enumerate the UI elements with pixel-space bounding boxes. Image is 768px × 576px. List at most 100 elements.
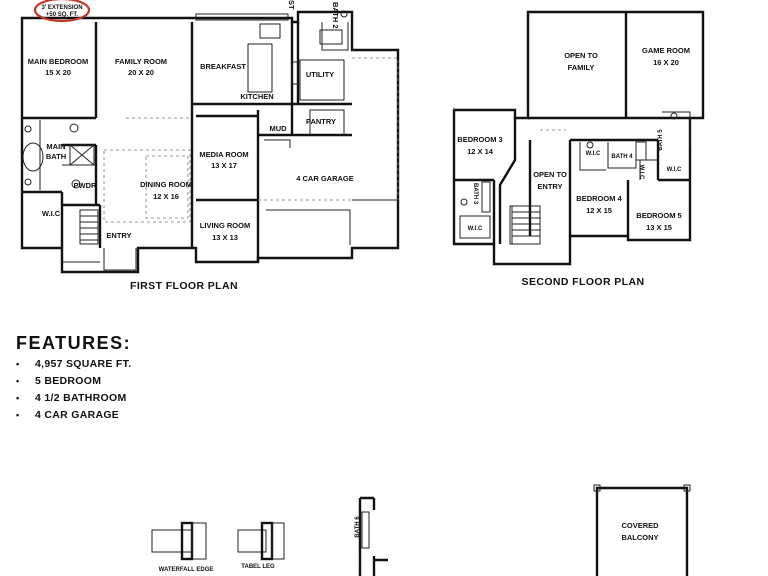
bathtub-icon	[22, 142, 44, 172]
waterfall-edge-detail: WATERFALL EDGE	[151, 521, 214, 573]
bath-6-label: BATH 6	[355, 516, 361, 538]
room-bath-5: BATH 5	[658, 129, 664, 151]
second-floor-plan: OPEN TO FAMILY GAME ROOM 16 X 20 BEDROOM…	[452, 10, 705, 288]
room-wic-a: W.I.C	[586, 151, 601, 157]
toilet-icon	[460, 198, 468, 206]
room-kitchen: KITCHEN	[240, 92, 273, 101]
feature-item: •4,957 SQUARE FT.	[16, 356, 131, 373]
room-game-room-size: 16 X 20	[653, 58, 679, 67]
bullet-icon: •	[16, 410, 20, 420]
toilet-icon	[71, 179, 81, 189]
waterfall-edge-panel	[180, 521, 194, 561]
bath-6-tub	[361, 511, 370, 549]
feature-text: 4,957 SQUARE FT.	[35, 358, 132, 370]
bullet-icon: •	[16, 393, 20, 403]
room-media-room-size: 13 X 17	[211, 161, 237, 170]
tabel-leg-label: TABEL LEG	[241, 564, 275, 570]
bath-6-walls	[358, 496, 388, 576]
first-floor-thin-walls	[39, 13, 398, 271]
feature-text: 4 CAR GARAGE	[35, 409, 120, 421]
stair-treads-icon	[80, 215, 98, 241]
tabel-leg-detail: TABEL LEG	[237, 521, 285, 570]
room-open-to-family-1: OPEN TO	[564, 51, 598, 60]
second-floor-thin-walls	[459, 111, 691, 245]
room-bedroom-4: BEDROOM 4	[576, 194, 622, 203]
tabel-leg-counter	[237, 529, 267, 553]
room-wic-b: W.I.C	[667, 167, 682, 173]
toilet-icon	[670, 112, 678, 120]
feature-item: • 4 1/2 BATHROOM	[16, 390, 131, 407]
bullet-icon: •	[16, 376, 20, 386]
feature-item: • 4 CAR GARAGE	[16, 407, 131, 424]
second-floor-title: SECOND FLOOR PLAN	[522, 276, 645, 288]
tub-icon	[635, 141, 647, 161]
room-wic: W.I.C	[42, 209, 61, 218]
feature-item: •5 BEDROOM	[16, 373, 131, 390]
room-breakfast: BREAKFAST	[200, 62, 246, 71]
waterfall-edge-seat	[191, 522, 207, 560]
room-bedroom-5-size: 13 X 15	[646, 223, 672, 232]
room-bedroom-4-size: 12 X 15	[586, 206, 612, 215]
room-media-room: MEDIA ROOM	[199, 150, 248, 159]
room-main-bedroom-size: 15 X 20	[45, 68, 71, 77]
tabel-leg-post	[260, 521, 274, 561]
covered-balcony-label-2: BALCONY	[621, 533, 658, 542]
room-living-room: LIVING ROOM	[200, 221, 250, 230]
room-main-bath-2: BATH	[46, 152, 66, 161]
annotation-note-line1: 3' EXTENSION	[41, 5, 82, 11]
stove-icon	[291, 61, 301, 85]
washer-icon	[319, 29, 343, 45]
room-main-bedroom: MAIN BEDROOM	[28, 57, 88, 66]
waterfall-edge-counter	[151, 529, 193, 553]
tub-icon	[481, 181, 491, 213]
room-game-room: GAME ROOM	[642, 46, 690, 55]
annotation-circle	[33, 0, 91, 23]
stair-icon	[79, 209, 99, 245]
sink-icon	[24, 178, 32, 186]
room-bath-2: BATH 2	[331, 2, 340, 29]
room-family-room-size: 20 X 20	[128, 68, 154, 77]
first-floor-plan: 3' EXTENSION +50 SQ. FT. MAIN BEDROOM 15…	[20, 0, 400, 292]
waterfall-edge-label: WATERFALL EDGE	[159, 567, 214, 573]
covered-balcony-label-1: COVERED	[621, 521, 659, 530]
toilet-icon	[69, 123, 79, 133]
room-bedroom-3: BEDROOM 3	[457, 135, 502, 144]
covered-balcony-detail: COVERED BALCONY	[593, 484, 691, 576]
room-st: ST	[287, 0, 296, 10]
stair-treads-icon	[512, 211, 540, 237]
balcony-post-right	[683, 484, 691, 492]
room-open-to-family-2: FAMILY	[568, 63, 595, 72]
room-bath-3: BATH 3	[472, 183, 478, 205]
features-title: FEATURES:	[16, 333, 132, 353]
first-floor-outer-wall	[20, 10, 400, 274]
room-utility: UTILITY	[306, 70, 334, 79]
shower-icon	[69, 144, 95, 166]
room-living-room-size: 13 X 13	[212, 233, 238, 242]
room-open-to-entry-1: OPEN TO	[533, 170, 567, 179]
annotation-note-line2: +50 SQ. FT.	[46, 12, 79, 18]
room-bedroom-3-size: 12 X 14	[467, 147, 494, 156]
room-main-bath-1: MAIN	[46, 142, 65, 151]
room-wic-d: W.I.C	[468, 226, 483, 232]
room-open-to-entry-2: ENTRY	[537, 182, 562, 191]
bath-6-detail: BATH 6	[355, 496, 388, 576]
toilet-icon	[340, 10, 348, 18]
toilet-icon	[586, 141, 594, 149]
first-floor-dashed-lines	[103, 57, 399, 223]
second-floor-outer-wall	[452, 10, 705, 266]
room-family-room: FAMILY ROOM	[115, 57, 167, 66]
feature-text: 4 1/2 BATHROOM	[35, 392, 127, 404]
room-mud: MUD	[269, 124, 287, 133]
room-entry: ENTRY	[106, 231, 131, 240]
covered-balcony-walls	[595, 486, 689, 576]
room-dining-room: DINING ROOM	[140, 180, 192, 189]
first-floor-title: FIRST FLOOR PLAN	[130, 280, 238, 292]
room-pantry: PANTRY	[306, 117, 336, 126]
room-dining-room-size: 12 X 16	[153, 192, 179, 201]
stair-icon	[511, 205, 541, 245]
second-floor-dashed-lines	[453, 105, 566, 131]
shower-cross-icon	[69, 144, 95, 166]
features-list: •4,957 SQUARE FT. •5 BEDROOM •4 1/2 BATH…	[16, 356, 131, 424]
room-bedroom-5: BEDROOM 5	[636, 211, 681, 220]
